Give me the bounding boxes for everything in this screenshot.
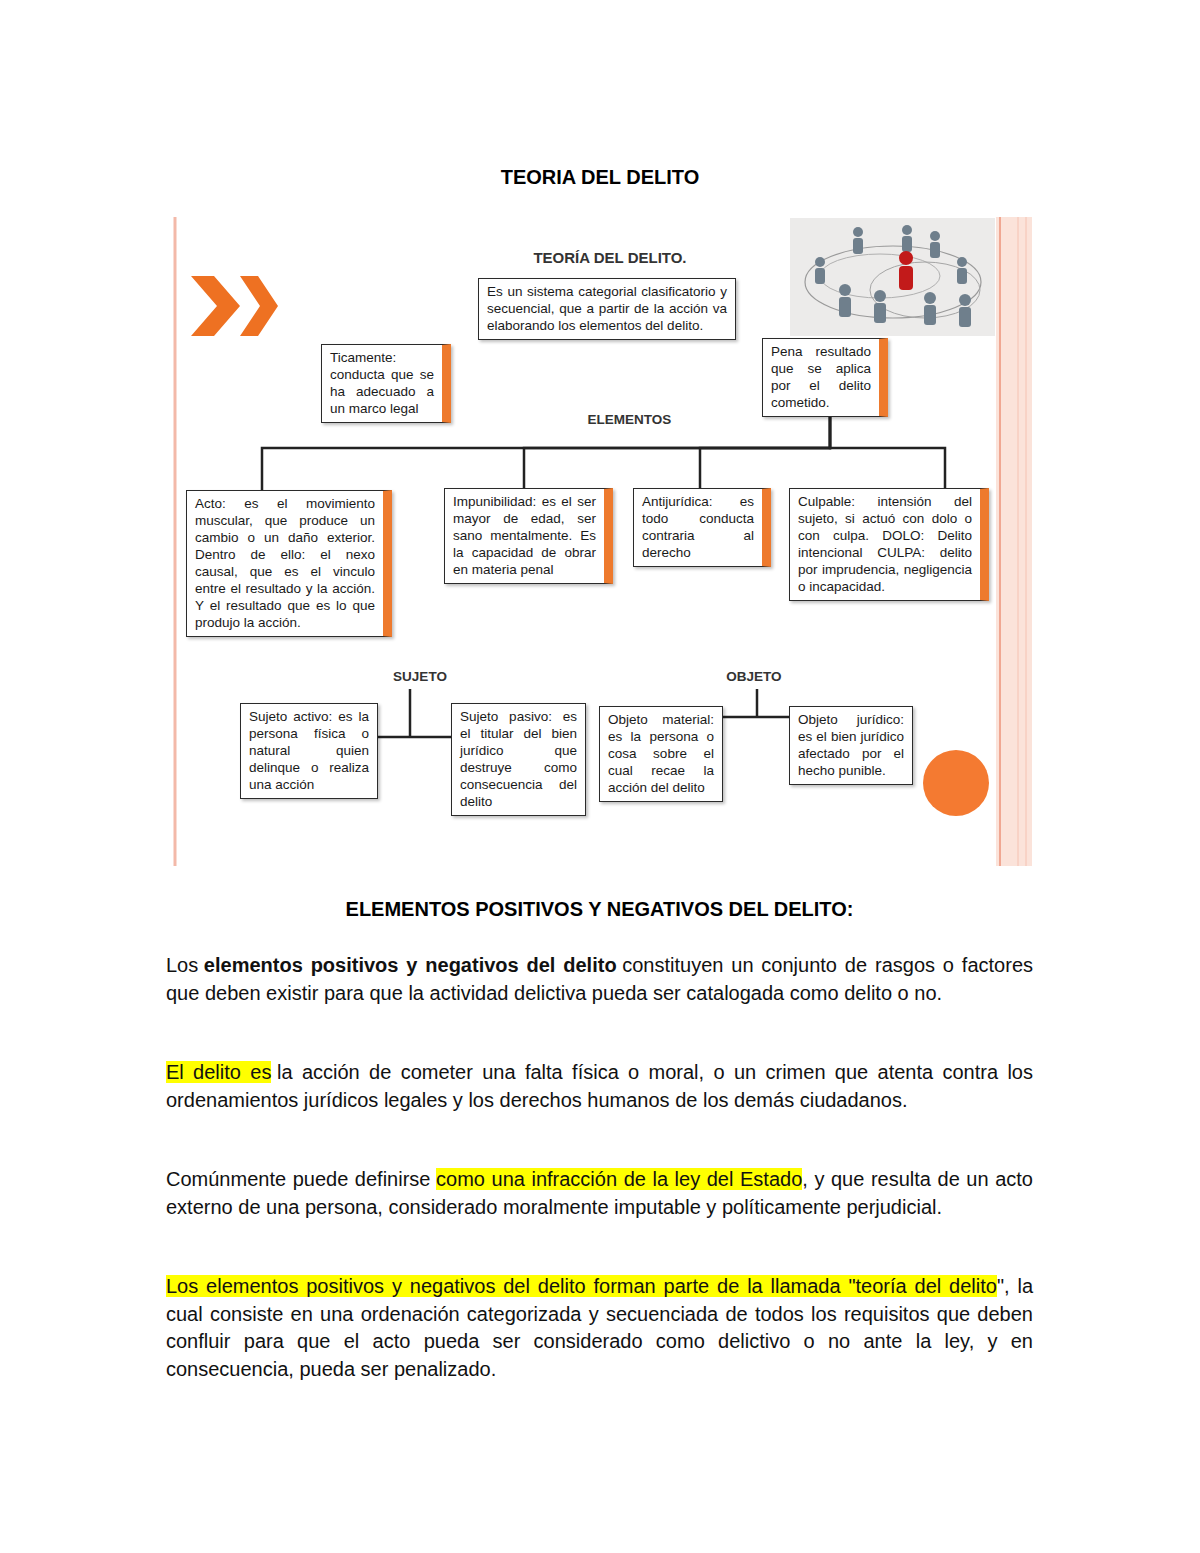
body-text: Los: [166, 954, 198, 976]
chevron: [240, 276, 278, 336]
definition-box: Objeto jurídico: es el bien jurídico afe…: [789, 706, 913, 785]
definition-box: Sujeto activo: es la persona física o na…: [240, 703, 378, 799]
diagram-label: ELEMENTOS: [560, 412, 699, 427]
body-paragraph: Comúnmente puede definirse como una infra…: [166, 1166, 1033, 1221]
frame-line: [174, 217, 177, 866]
concept-box: Culpable: intensión del sujeto, si actuó…: [789, 488, 989, 601]
diagram-ground: [172, 217, 1034, 866]
bold-text: elementos positivos y negativos del deli…: [204, 954, 617, 976]
leader-line: [756, 689, 759, 717]
highlighted-text: como una infracción de la ley del Estado: [436, 1168, 802, 1190]
leader-line: [409, 689, 412, 737]
connector-line: [378, 736, 451, 739]
box-text: Impunibilidad: es el ser mayor de edad, …: [453, 493, 596, 578]
body-text: la acción de cometer una falta física o …: [166, 1061, 1033, 1111]
box-text: Objeto material: es la persona o cosa so…: [608, 711, 714, 796]
page-title: TEORIA DEL DELITO: [0, 166, 1200, 189]
concept-box: Pena resultado que se aplica por el deli…: [762, 338, 888, 417]
definition-box: Es un sistema categorial clasificatorio …: [478, 278, 736, 340]
box-text: Objeto jurídico: es el bien jurídico afe…: [798, 711, 904, 779]
connector-line: [524, 417, 830, 488]
highlighted-text: Los elementos positivos y negativos del …: [166, 1275, 997, 1297]
side-band: [996, 217, 1032, 866]
connector-line: [700, 417, 830, 488]
section-heading: ELEMENTOS POSITIVOS Y NEGATIVOS DEL DELI…: [166, 898, 1033, 921]
concept-box: Impunibilidad: es el ser mayor de edad, …: [444, 488, 613, 584]
definition-box: Objeto material: es la persona o cosa so…: [599, 706, 723, 802]
side-stripe: [1018, 217, 1019, 866]
side-stripe: [999, 217, 1001, 866]
diagram-label: OBJETO: [704, 669, 804, 684]
diagram-label: SUJETO: [372, 669, 468, 684]
highlighted-text: El delito es: [166, 1061, 271, 1083]
connector-line: [830, 417, 945, 488]
box-text: Culpable: intensión del sujeto, si actuó…: [798, 493, 972, 595]
people-network-picture: [790, 218, 995, 336]
orange-dot: [923, 750, 989, 816]
box-text: Sujeto pasivo: es el titular del bien ju…: [460, 708, 577, 810]
diagram-label: TEORÍA DEL DELITO.: [470, 249, 750, 266]
concept-box: Antijurídica: es todo conducta contraria…: [633, 488, 771, 567]
box-text: Pena resultado que se aplica por el deli…: [771, 343, 871, 411]
side-stripe: [1026, 217, 1027, 866]
body-paragraph: El delito esla acción de cometer una fal…: [166, 1059, 1033, 1114]
chevron: [191, 276, 240, 336]
body-text: Comúnmente puede definirse: [166, 1168, 430, 1190]
box-text: Sujeto activo: es la persona física o na…: [249, 708, 369, 793]
concept-box: Acto: es el movimiento muscular, que pro…: [186, 490, 392, 637]
box-text: Es un sistema categorial clasificatorio …: [487, 283, 727, 334]
body-paragraph: Los elementos positivos y negativos del d…: [166, 952, 1033, 1007]
box-text: Acto: es el movimiento muscular, que pro…: [195, 495, 375, 631]
concept-box: Ticamente: conducta que se ha adecuado a…: [321, 344, 451, 423]
body-paragraph: Los elementos positivos y negativos del …: [166, 1273, 1033, 1383]
box-text: Antijurídica: es todo conducta contraria…: [642, 493, 754, 561]
connector-line: [723, 716, 789, 719]
connector-line: [262, 417, 830, 490]
box-text: Ticamente: conducta que se ha adecuado a…: [330, 349, 434, 417]
definition-box: Sujeto pasivo: es el titular del bien ju…: [451, 703, 586, 816]
